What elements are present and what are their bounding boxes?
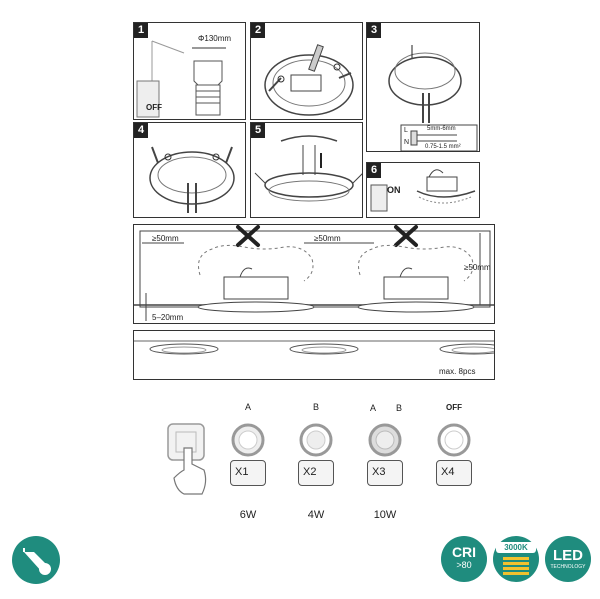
step4-panel: 4	[133, 122, 246, 218]
step-number: 3	[367, 23, 381, 38]
press-count-x1: X1	[230, 460, 266, 486]
led-badge: LED TECHNOLOGY	[545, 536, 591, 582]
lamp-row-drawing	[134, 340, 494, 355]
mode-4-top-label: OFF	[446, 403, 462, 412]
mode-3-top-a: A	[370, 403, 377, 413]
mode-3-top-b: B	[396, 403, 403, 413]
mode-1-power: 6W	[239, 509, 257, 521]
clearance-right-label: ≥50mm	[464, 263, 491, 272]
step5-panel: 5	[250, 122, 363, 218]
color-temperature-badge: 3000K	[493, 536, 539, 582]
wire-gauge-label: 0.75-1.5 mm²	[425, 144, 461, 150]
step-number: 1	[134, 23, 148, 38]
clearance-drawing	[134, 225, 494, 321]
max-pieces-panel: max. 8pcs	[133, 330, 495, 380]
cri-label: CRI	[451, 544, 477, 560]
cct-value: 3000K	[496, 542, 536, 553]
switch-on-label: ON	[387, 185, 401, 195]
step1-panel: 1 Φ130mm OFF	[133, 22, 246, 120]
wall-switch-icon	[162, 420, 212, 500]
housing-drawing	[264, 44, 354, 116]
fixing-clips-drawing	[149, 146, 235, 213]
cct-scale-icon	[503, 557, 529, 575]
cri-value: >80	[456, 560, 472, 570]
clearance-middle-label: ≥50mm	[314, 234, 341, 243]
step-number: 2	[251, 23, 265, 38]
lamp-a-icon	[231, 423, 265, 457]
step-number: 6	[367, 163, 381, 178]
wiring-drawing	[388, 45, 478, 151]
adjustable-spotlight-icon	[12, 536, 60, 584]
max-pieces-label: max. 8pcs	[439, 367, 476, 376]
switch-on-drawing	[370, 169, 476, 212]
ceiling-drawing	[136, 40, 226, 118]
step-number: 4	[134, 123, 148, 138]
led-sub-label: TECHNOLOGY	[550, 564, 586, 570]
cri-badge: CRI >80	[441, 536, 487, 582]
n-terminal-label: N	[404, 139, 410, 146]
step6-panel: 6 ON	[366, 162, 480, 218]
clearance-panel: ≥50mm ≥50mm ≥50mm 5–20mm	[133, 224, 495, 324]
diameter-label: Φ130mm	[198, 34, 232, 43]
ceiling-thickness-label: 5–20mm	[152, 313, 184, 322]
switch-off-label: OFF	[146, 103, 162, 112]
step-number: 5	[251, 123, 265, 138]
l-terminal-label: L	[404, 127, 408, 134]
step2-panel: 2	[250, 22, 363, 120]
press-count-x2: X2	[298, 460, 334, 486]
insert-drawing	[254, 135, 362, 202]
led-label: LED	[553, 547, 583, 564]
strip-length-label: 5mm-6mm	[427, 126, 456, 132]
mode-1-top-label: A	[244, 402, 251, 412]
press-count-x3: X3	[367, 460, 403, 486]
lamp-ab-icon	[368, 423, 402, 457]
press-count-x4: X4	[436, 460, 472, 486]
mode-3-power: 10W	[373, 509, 397, 521]
lamp-b-icon	[299, 423, 333, 457]
step3-panel: 3 L N 5mm-6mm 0.75-1.5 mm²	[366, 22, 480, 152]
mode-2-top-label: B	[312, 402, 319, 412]
lamp-off-icon	[437, 423, 471, 457]
mode-2-power: 4W	[307, 509, 325, 521]
clearance-left-label: ≥50mm	[152, 234, 179, 243]
